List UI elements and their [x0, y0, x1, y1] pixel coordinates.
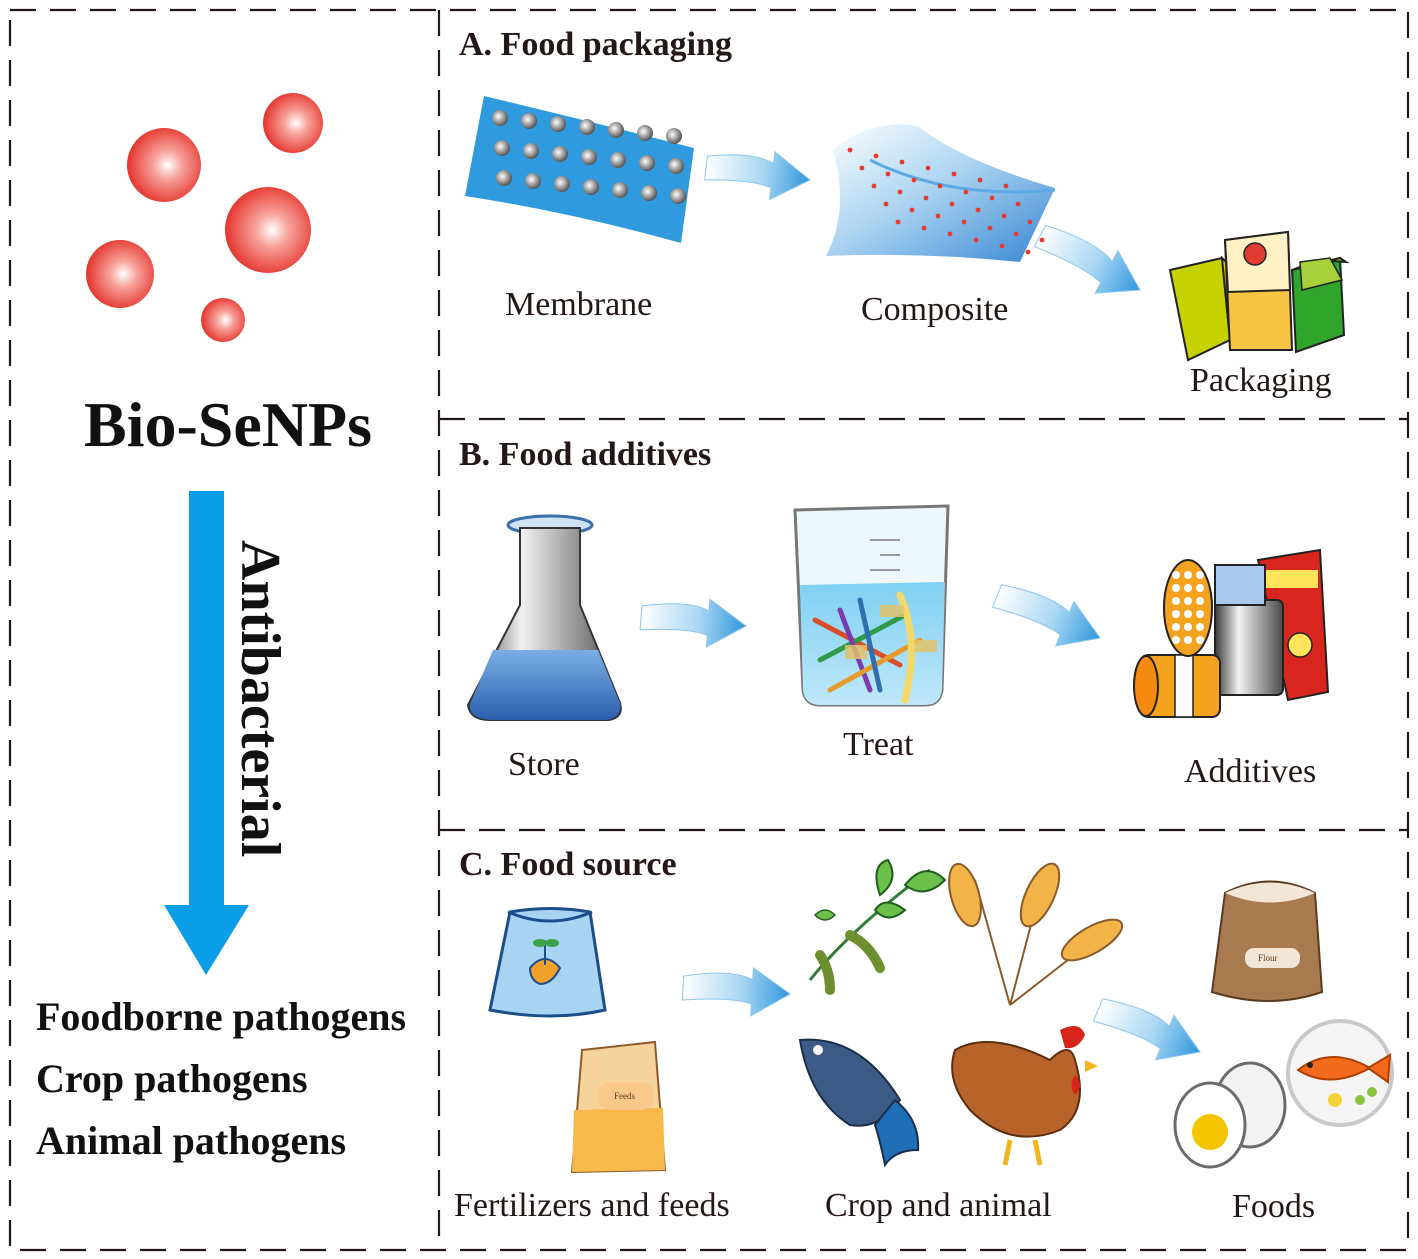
dashed-frame [8, 8, 1410, 1252]
fertilizer-bag-icon [488, 907, 607, 1018]
chicken-icon [951, 1026, 1098, 1166]
panel-b-title: B. Food additives [459, 436, 712, 473]
fish-plate-icon [1286, 1019, 1394, 1127]
panel-a-title: A. Food packaging [459, 26, 732, 63]
label-membrane: Membrane [505, 286, 653, 323]
feed-bag-icon [570, 1040, 667, 1174]
wheat-icon [948, 862, 1124, 1006]
main-arrow-icon [164, 491, 249, 975]
target-crop-pathogens: Crop pathogens [36, 1056, 308, 1101]
composite-icon [826, 124, 1056, 263]
target-animal-pathogens: Animal pathogens [36, 1118, 347, 1163]
label-store: Store [508, 746, 580, 783]
flow-arrow-icon [704, 150, 811, 201]
antibacterial-label: Antibacterial [229, 540, 291, 858]
feed-bag-label: Feeds [614, 1091, 635, 1101]
label-treat: Treat [843, 726, 914, 763]
label-fertilizers-and-feeds: Fertilizers and feeds [454, 1187, 730, 1224]
fish-icon [798, 1038, 920, 1168]
flow-arrows [639, 150, 1201, 1061]
flow-arrow-icon [991, 584, 1101, 647]
label-packaging: Packaging [1190, 362, 1332, 399]
target-foodborne-pathogens: Foodborne pathogens [36, 994, 407, 1039]
flour-bag-icon [1210, 880, 1324, 1002]
label-foods: Foods [1232, 1188, 1316, 1225]
additives-icon [1133, 548, 1330, 718]
bio-senps-title: Bio-SeNPs [84, 389, 372, 460]
flour-bag-label: Flour [1258, 953, 1278, 963]
packaging-icon [1168, 230, 1350, 362]
flow-arrow-icon [681, 966, 791, 1017]
soybean-plant-icon [808, 858, 947, 995]
flow-arrow-icon [1033, 224, 1141, 294]
flask-icon [466, 514, 622, 721]
label-additives: Additives [1184, 753, 1317, 790]
nanoparticle-icon [86, 93, 323, 342]
label-composite: Composite [861, 291, 1009, 328]
beaker-icon [793, 504, 950, 707]
panel-c-title: C. Food source [459, 846, 677, 883]
egg-icon [1173, 1061, 1287, 1169]
membrane-icon [465, 96, 694, 243]
label-crop-and-animal: Crop and animal [825, 1187, 1052, 1224]
flow-arrow-icon [1092, 998, 1201, 1061]
flow-arrow-icon [639, 598, 747, 648]
